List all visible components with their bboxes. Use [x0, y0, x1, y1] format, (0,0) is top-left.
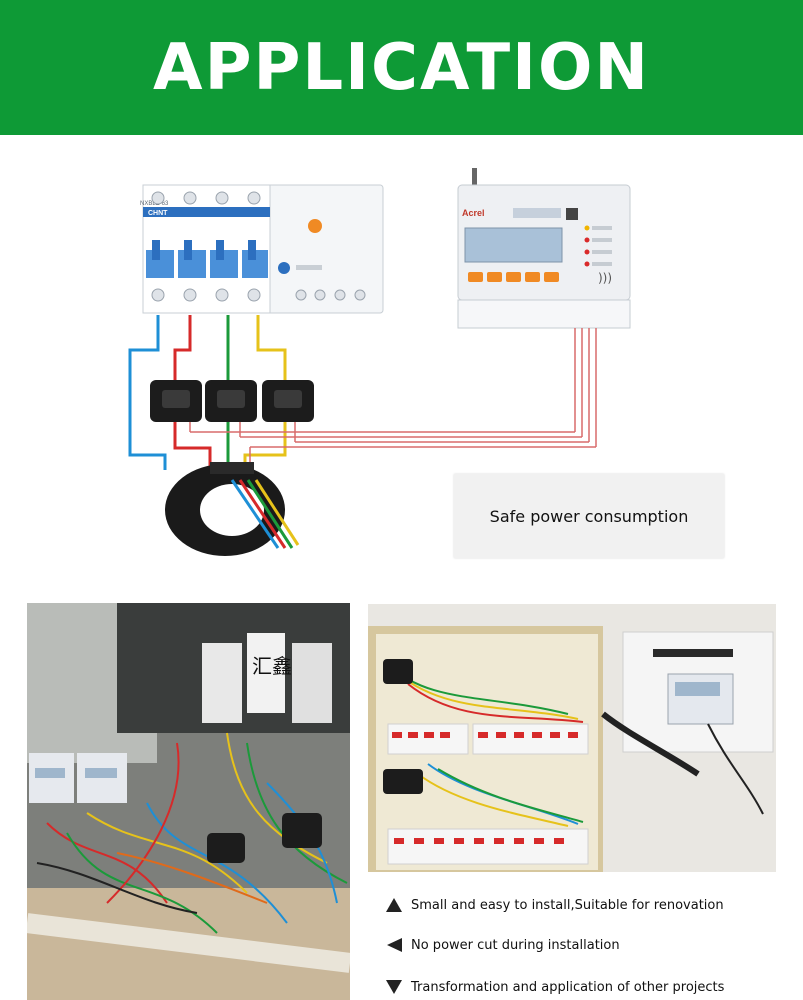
signal-cables — [189, 328, 597, 470]
triangle-down-icon — [385, 976, 411, 998]
application-banner: APPLICATION — [0, 0, 803, 135]
banner-title: APPLICATION — [153, 30, 650, 105]
feature-text: Small and easy to install,Suitable for r… — [411, 897, 724, 913]
callout-text: Safe power consumption — [489, 506, 689, 526]
installation-photo-left: 汇鑫 — [27, 603, 350, 1000]
circuit-breaker: CHNT NXBLE-63 — [140, 184, 384, 314]
feature-item: Small and easy to install,Suitable for r… — [385, 894, 724, 916]
breaker-brand: CHNT — [148, 210, 168, 217]
feature-text: No power cut during installation — [411, 937, 620, 953]
current-transformers — [150, 380, 314, 422]
distribution-box-image — [368, 604, 776, 872]
triangle-left-icon — [385, 934, 411, 956]
feature-item: Transformation and application of other … — [385, 976, 724, 998]
wiring-diagram: CHNT NXBLE-63 Acrel — [128, 168, 631, 556]
meter-brand: Acrel — [462, 208, 485, 218]
panel-wiring-image: 汇鑫 — [27, 603, 350, 1000]
installation-photo-right — [368, 604, 776, 872]
feature-item: No power cut during installation — [385, 934, 620, 956]
triangle-up-icon — [385, 894, 411, 916]
feature-text: Transformation and application of other … — [411, 979, 725, 995]
monitoring-device: Acrel ))) — [457, 168, 631, 329]
safety-callout: Safe power consumption — [454, 474, 724, 558]
breaker-model: NXBLE-63 — [140, 201, 169, 207]
panel-label: 汇鑫 — [252, 654, 292, 678]
svg-text:))): ))) — [598, 271, 612, 285]
residual-current-ring — [165, 462, 300, 556]
